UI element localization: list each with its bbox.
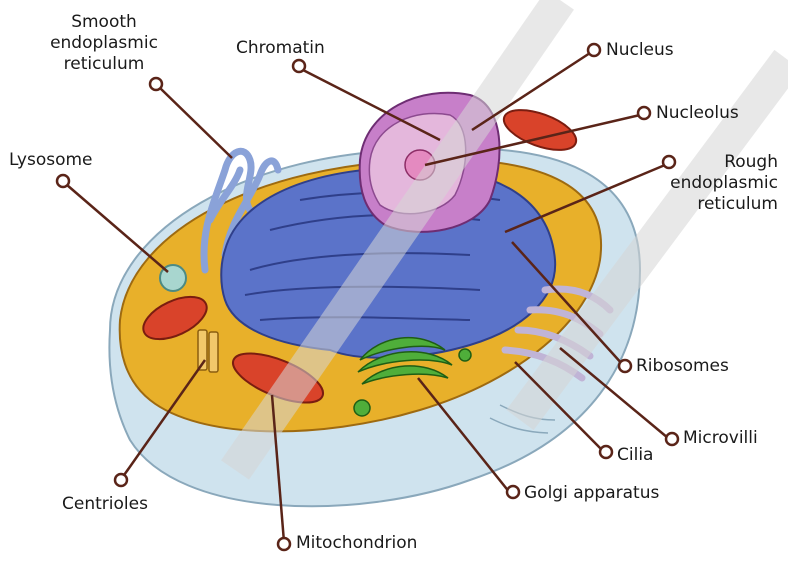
label-golgi: Golgi apparatus bbox=[524, 483, 659, 504]
leader-lysosome bbox=[67, 185, 168, 272]
marker-smooth-er bbox=[150, 78, 162, 90]
label-centrioles: Centrioles bbox=[62, 494, 148, 515]
marker-ribosomes bbox=[619, 360, 631, 372]
marker-nucleolus bbox=[638, 107, 650, 119]
leader-smooth-er bbox=[160, 88, 232, 158]
marker-cilia bbox=[600, 446, 612, 458]
label-microvilli: Microvilli bbox=[683, 428, 758, 449]
marker-lysosome bbox=[57, 175, 69, 187]
label-cilia: Cilia bbox=[617, 445, 653, 466]
marker-chromatin bbox=[293, 60, 305, 72]
marker-golgi bbox=[507, 486, 519, 498]
label-nucleus: Nucleus bbox=[606, 40, 674, 61]
label-nucleolus: Nucleolus bbox=[656, 103, 739, 124]
marker-mitochondrion bbox=[278, 538, 290, 550]
label-chromatin: Chromatin bbox=[236, 38, 325, 59]
label-rough-er: Rough endoplasmic reticulum bbox=[640, 152, 778, 215]
mitochondrion-shape-top bbox=[499, 102, 581, 158]
marker-centrioles bbox=[115, 474, 127, 486]
marker-nucleus bbox=[588, 44, 600, 56]
marker-microvilli bbox=[666, 433, 678, 445]
label-smooth-er: Smooth endoplasmic reticulum bbox=[44, 12, 164, 75]
label-mitochondrion: Mitochondrion bbox=[296, 533, 417, 554]
label-lysosome: Lysosome bbox=[9, 150, 93, 171]
label-ribosomes: Ribosomes bbox=[636, 356, 729, 377]
